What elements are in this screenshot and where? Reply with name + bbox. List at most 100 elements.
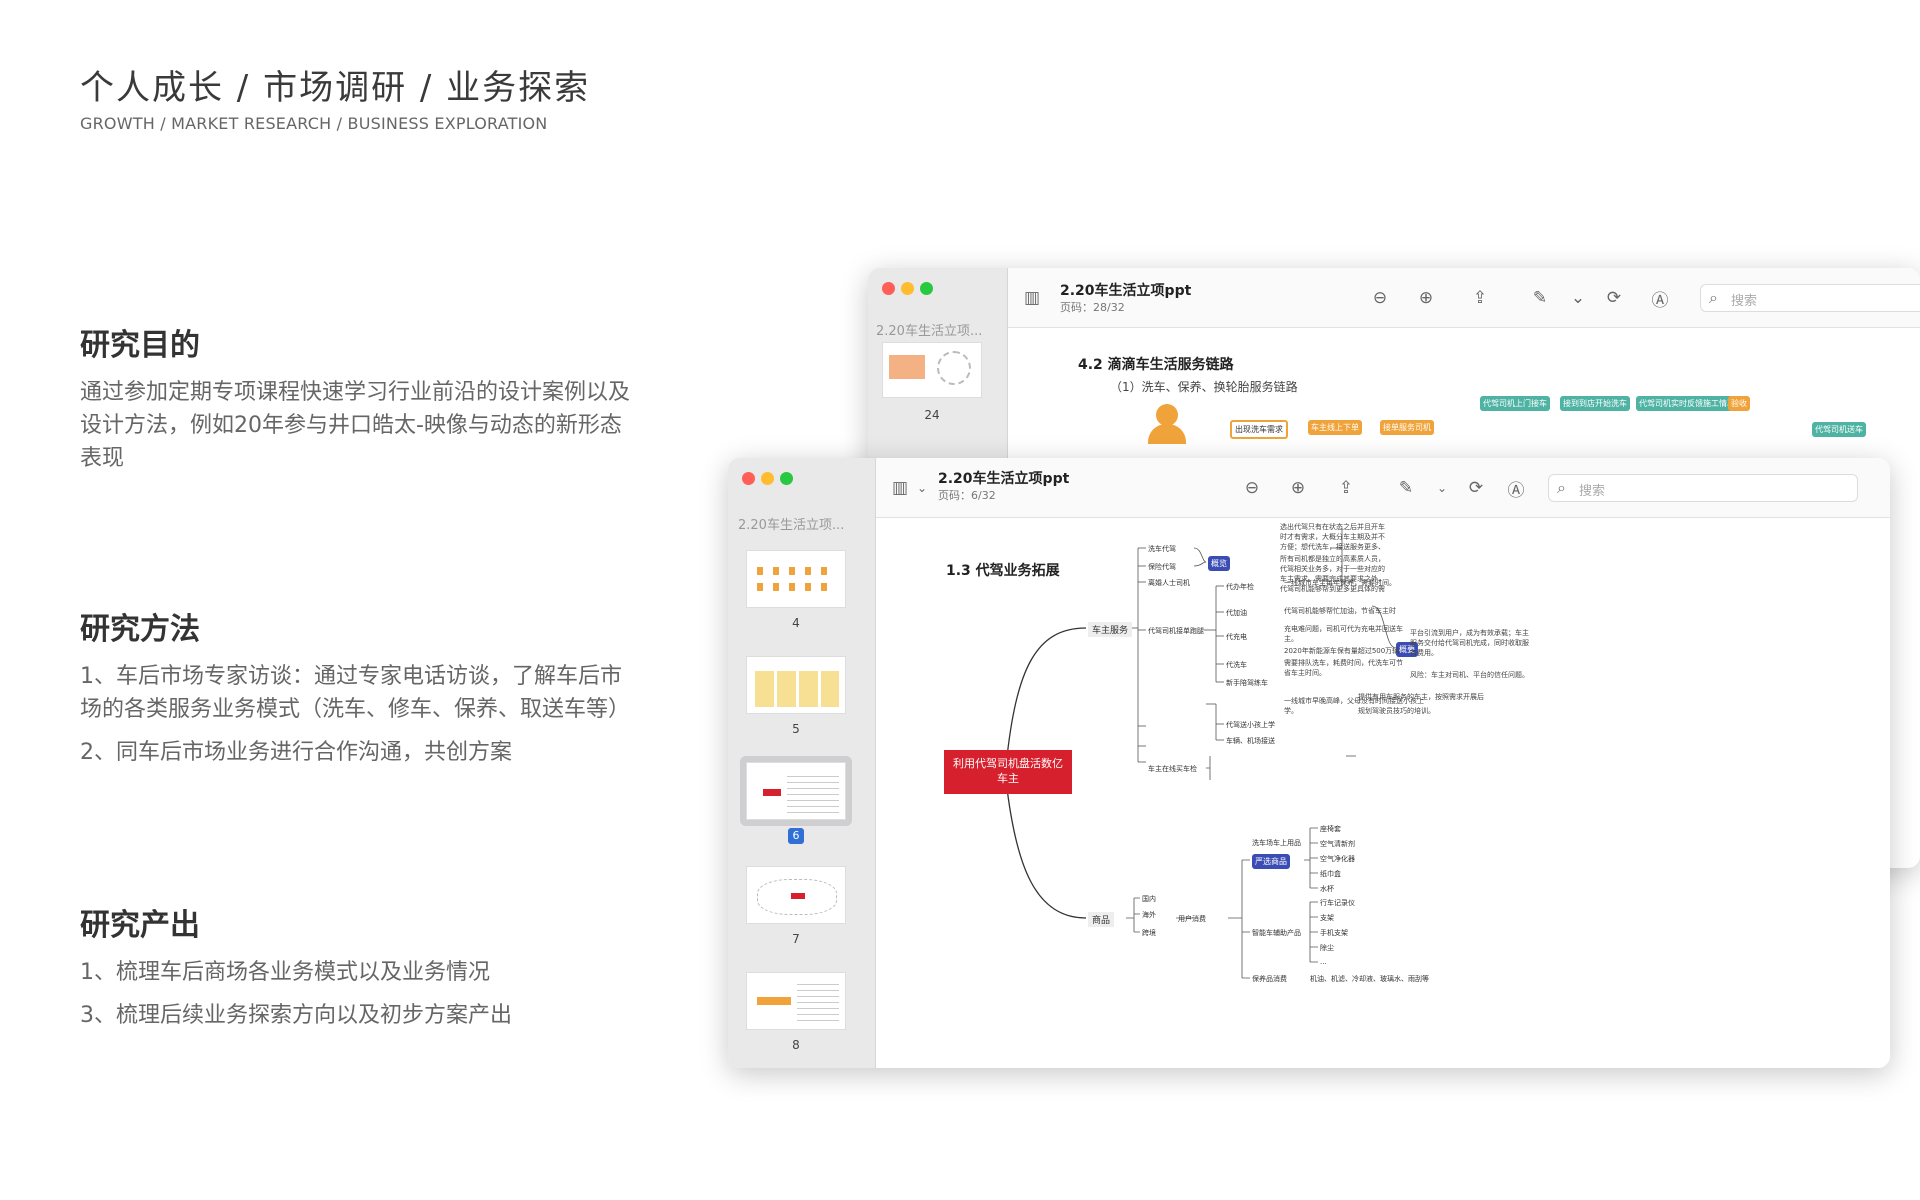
goods-item: 水杯 [1320, 885, 1334, 893]
goods-item: 座椅套 [1320, 825, 1341, 833]
service-item: 车辆、机场接送 [1226, 737, 1275, 745]
person-icon [1156, 404, 1178, 426]
minimize-button[interactable] [901, 282, 914, 295]
note-text: 2020年新能源车保有量超过500万辆 [1284, 647, 1400, 655]
service-item: 代充电 [1226, 633, 1247, 641]
share-icon[interactable]: ⇪ [1338, 478, 1354, 498]
text-line: 设计方法，例如20年参与井口皓太-映像与动态的新形态 [80, 413, 622, 438]
thumbnail-number: 8 [792, 1038, 800, 1052]
service-item: 离婚人士司机 [1148, 579, 1190, 587]
annotate-icon[interactable]: Ⓐ [1507, 480, 1525, 501]
page-indicator: 页码：28/32 [1060, 301, 1125, 314]
goods-group-2: 智能车辅助产品 [1252, 929, 1301, 937]
section-heading-purpose: 研究目的 [80, 328, 200, 363]
chevron-down-icon[interactable]: ⌄ [1570, 288, 1586, 308]
note-text: 选出代驾只有在状态之后并且开车时才有需求，大概分车主期及并不方便；想代洗车，接送… [1280, 523, 1385, 551]
chip-overview: 概览 [1208, 556, 1230, 571]
text-line: 通过参加定期专项课程快速学习行业前沿的设计案例以及 [80, 380, 631, 405]
zoom-in-icon[interactable]: ⊕ [1418, 288, 1434, 308]
note-text: 规划驾驶员技巧的培训。 [1358, 707, 1435, 715]
page-thumbnail-7[interactable] [746, 866, 846, 924]
goods-item: 空气净化器 [1320, 855, 1355, 863]
note-text: 提供有用车服务的车主，按照需求开展后续服务。 [1358, 693, 1484, 701]
rotate-icon[interactable]: ⟳ [1606, 288, 1622, 308]
goods-item: 支架 [1320, 914, 1334, 922]
chip-strict-goods: 严选商品 [1252, 854, 1290, 869]
note-text: 风险：车主对司机、平台的信任问题。 [1410, 671, 1529, 679]
branch-goods: 商品 [1088, 912, 1115, 927]
share-icon[interactable]: ⇪ [1472, 288, 1488, 308]
goods-item: 除尘 [1320, 944, 1334, 952]
service-item: 代洗车 [1226, 661, 1247, 669]
goods-item: 纸巾盒 [1320, 870, 1341, 878]
page-title: 个人成长 / 市场调研 / 业务探索 [80, 68, 591, 108]
page-subtitle: GROWTH / MARKET RESEARCH / BUSINESS EXPL… [80, 114, 548, 133]
markup-icon[interactable]: ✎ [1532, 288, 1548, 308]
goods-side-label: 用户消费 [1178, 915, 1206, 923]
rotate-icon[interactable]: ⟳ [1468, 478, 1484, 498]
chevron-down-icon[interactable]: ⌄ [1436, 481, 1448, 495]
file-name: 2.20车生活立项ppt [938, 471, 1070, 487]
service-item: 车主在线买车检 [1148, 765, 1197, 773]
goods-item: 空气清新剂 [1320, 840, 1355, 848]
section-text-method: 1、车后市场专家访谈：通过专家电话访谈，了解车后市 场的各类服务业务模式（洗车、… [80, 660, 680, 769]
search-input[interactable]: ⌕ 搜索 [1700, 284, 1920, 312]
close-button[interactable] [882, 282, 895, 295]
flow-node: 代驾司机实时反馈施工情况 [1636, 396, 1738, 411]
search-input[interactable]: ⌕ 搜索 [1548, 474, 1858, 502]
thumbnail-number: 7 [792, 932, 800, 946]
page-thumbnail-5[interactable] [746, 656, 846, 714]
note-text: 需要排队洗车，耗费时间，代洗车可节省车主时间。 [1284, 659, 1403, 677]
flow-node: 代驾司机送车 [1812, 422, 1866, 437]
page-thumbnail-4[interactable] [746, 550, 846, 608]
annotate-icon[interactable]: Ⓐ [1651, 290, 1669, 311]
minimize-button[interactable] [761, 472, 774, 485]
zoom-out-icon[interactable]: ⊖ [1244, 478, 1260, 498]
service-item: 新手陪驾练车 [1226, 679, 1268, 687]
sidebar-toggle-icon[interactable]: ▥ [891, 478, 909, 498]
service-item: 保险代驾 [1148, 563, 1176, 571]
mindmap-connectors [1005, 528, 1397, 979]
zoom-button[interactable] [920, 282, 933, 295]
flow-node: 出现洗车需求 [1230, 420, 1288, 439]
goods-channel: 跨境 [1142, 929, 1156, 937]
zoom-in-icon[interactable]: ⊕ [1290, 478, 1306, 498]
slide-title: 1.3 代驾业务拓展 [946, 563, 1060, 579]
search-placeholder: 搜索 [1731, 294, 1758, 309]
text-line: 表现 [80, 446, 125, 471]
section-text-purpose: 通过参加定期专项课程快速学习行业前沿的设计案例以及 设计方法，例如20年参与井口… [80, 376, 680, 475]
goods-item: 行车记录仪 [1320, 899, 1355, 907]
search-icon: ⌕ [1557, 478, 1566, 497]
close-button[interactable] [742, 472, 755, 485]
goods-group-1: 洗车场车上用品 [1252, 839, 1301, 847]
sidebar-toggle-icon[interactable]: ▥ [1023, 288, 1041, 308]
page-thumbnail[interactable] [882, 342, 982, 398]
text-line: 1、梳理车后商场各业务模式以及业务情况 [80, 960, 490, 985]
zoom-button[interactable] [780, 472, 793, 485]
goods-item: 手机支架 [1320, 929, 1348, 937]
zoom-out-icon[interactable]: ⊖ [1372, 288, 1388, 308]
slide-canvas: 1.3 代驾业务拓展 利用代驾司机盘活数亿车主 车主服务 商品 洗车代驾 保险代… [876, 518, 1890, 1068]
text-line: 场的各类服务业务模式（洗车、修车、保养、取送车等） [80, 697, 631, 722]
thumbnail-number-selected: 6 [788, 828, 804, 844]
page-thumbnail-6[interactable] [746, 762, 846, 820]
flow-node: 车主线上下单 [1308, 420, 1362, 435]
page-thumbnail-8[interactable] [746, 972, 846, 1030]
search-icon: ⌕ [1709, 288, 1718, 307]
chevron-down-icon[interactable]: ⌄ [916, 481, 928, 495]
sidebar: 2.20车生活立项... 4 5 6 7 8 [728, 458, 876, 1068]
section-heading-method: 研究方法 [80, 612, 200, 647]
flow-node: 验收 [1728, 396, 1750, 411]
search-placeholder: 搜索 [1579, 484, 1606, 499]
goods-channel: 国内 [1142, 895, 1156, 903]
text-line: 1、车后市场专家访谈：通过专家电话访谈，了解车后市 [80, 664, 622, 689]
service-item: 洗车代驾 [1148, 545, 1176, 553]
toolbar: ▥ ⌄ 2.20车生活立项ppt 页码：6/32 ⊖ ⊕ ⇪ ✎ ⌄ ⟳ Ⓐ ⌕… [876, 458, 1890, 518]
person-body-icon [1148, 424, 1186, 444]
note-text: 平台引流到用户，成为有效承载；车主服务交付给代驾司机完成，同时收取服务费用。 [1410, 629, 1529, 657]
note-text: 一线城市车主每年保养，需要时间。 [1284, 579, 1396, 587]
markup-icon[interactable]: ✎ [1398, 478, 1414, 498]
branch-car-owner-service: 车主服务 [1088, 622, 1133, 637]
service-item: 代驾送小孩上学 [1226, 721, 1275, 729]
goods-group-3: 保养品消费 [1252, 975, 1287, 983]
